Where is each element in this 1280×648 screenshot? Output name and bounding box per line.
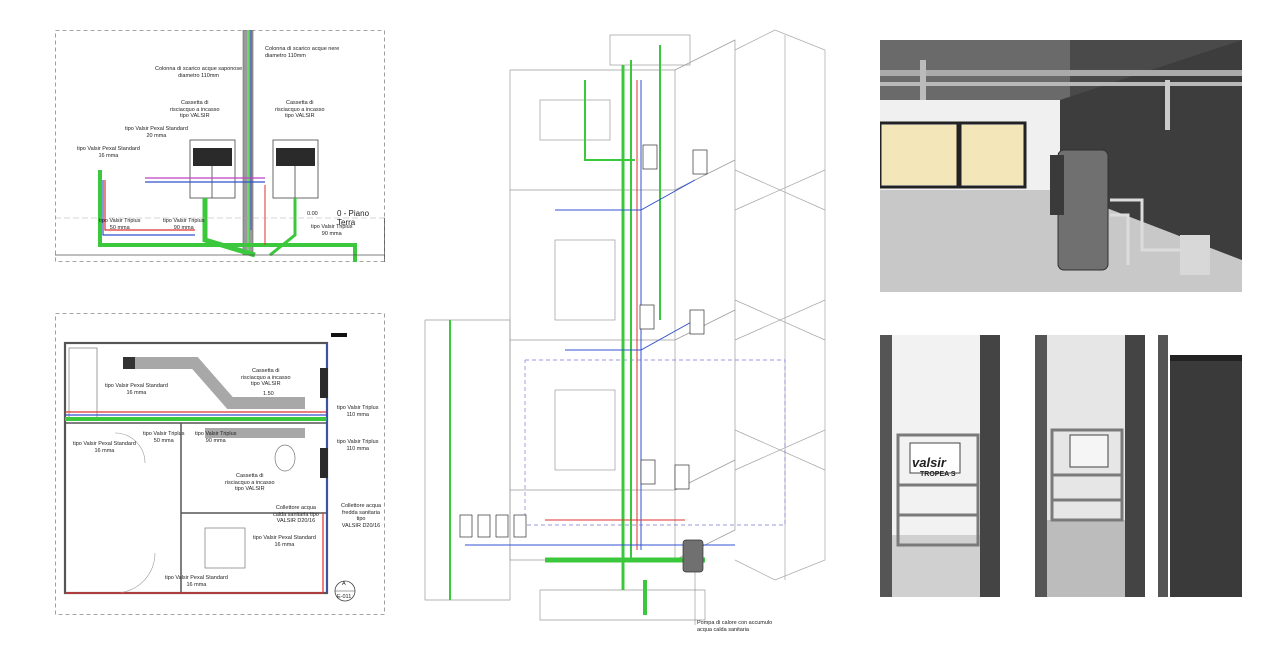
label-pexal-16-left: tipo Valsir Pexal Standard 16 mma [73,441,136,454]
door-swing [114,432,146,464]
label-cistern-bottom: Cassetta di risciacquo a incasso tipo VA… [225,473,275,492]
wall-2-right [1125,335,1145,597]
axo-cistern-2 [692,149,708,175]
green-branch-pipe-2 [269,198,297,257]
red-loop [65,513,324,594]
label-triplus-90a: tipo Valsir Triplus 90 mma [163,218,205,231]
label-stack-soap: Colonna di scarico acque saponose diamet… [155,66,243,79]
green-branch-top [584,80,635,161]
render-pipe-2 [1110,213,1130,265]
label-collector-hot: Collettore acqua calda sanitaria tipo VA… [273,505,319,524]
label-collector-cold: Collettore acqua fredda sanitaria tipo V… [340,503,382,529]
door-swing-2 [114,552,156,594]
axo-cistern-9 [495,514,509,538]
axo-cistern-5 [640,459,656,485]
filter-group [1180,235,1210,275]
label-pexal-16-last: tipo Valsir Pexal Standard 16 mma [165,575,228,588]
label-cistern-top: Cassetta di risciacquo a incasso tipo VA… [241,368,291,387]
label-pexal-16-bottom: tipo Valsir Pexal Standard 16 mma [253,535,316,548]
axonometric-view: Pompa di calore con accumulo acqua calda… [405,20,845,640]
cistern-box-2 [1069,434,1109,468]
label-triplus-50: tipo Valsir Triplus 50 mma [143,431,185,444]
render-pipe [1110,198,1210,252]
red-supply-pipe [104,180,195,231]
floor-2 [1047,520,1125,597]
window-frame-2 [958,121,1027,189]
window-glow [880,125,1025,185]
axo-cistern-4 [689,309,705,335]
duct-1 [880,70,1242,76]
label-pexal-16: tipo Valsir Pexal Standard 16 mma [77,146,140,159]
label-triplus-90: tipo Valsir Triplus 90 mma [195,431,237,444]
boiler-tank [1057,149,1109,271]
section-drawing-canvas [55,30,385,262]
label-heat-pump: Pompa di calore con accumulo acqua calda… [697,620,773,633]
duct-2 [880,82,1242,86]
section-ref-sheet: E-011 [337,594,352,600]
label-triplus-110a: tipo Valsir Triplus 110 mma [337,405,379,418]
level-value: 0.00 [307,211,318,217]
label-cistern-2: Cassetta di risciacquo a incasso tipo VA… [275,100,325,119]
cistern-plan-1 [320,368,328,398]
grey-drain-pipe [130,357,305,409]
level-marker: 0 - Piano Terra [337,209,370,227]
shower-tray [204,527,246,569]
section-drawing: Colonna di scarico acque nere diametro 1… [55,30,385,262]
cistern-left [189,139,236,199]
render-technical-room [880,40,1242,292]
axonometric-canvas [424,29,826,625]
label-pexal-16-top: tipo Valsir Pexal Standard 16 mma [105,383,168,396]
axo-cistern-3 [639,304,655,330]
boiler-panel [1050,155,1064,215]
floor-plan: tipo Valsir Pexal Standard 16 mma Casset… [55,313,385,615]
product-name: TROPEA S [920,471,956,478]
slope-value: 1.50 [263,391,274,397]
selection-box [524,359,786,526]
wall-1-right [980,335,1000,597]
axo-cistern-10 [513,514,527,538]
frame-1 [896,433,980,547]
floor-branch-1 [555,179,696,211]
floor-branch-2 [565,319,696,351]
frame-2 [1050,428,1124,522]
section-ref-letter: A [342,581,346,587]
cistern-right [272,139,319,199]
label-stack-black: Colonna di scarico acque nere diametro 1… [265,46,340,59]
plan-frame [55,313,385,615]
wall-3-left [1158,335,1168,597]
wall-2-left [1035,335,1047,597]
green-branch-pipe [202,198,256,258]
axo-cistern-7 [459,514,473,538]
render-cistern-frames-canvas [880,335,1242,597]
brand-logo: valsir [912,455,946,470]
wc-fixture [274,444,296,472]
wall-3-back [1170,355,1242,597]
bathtub [68,347,98,419]
render-technical-room-canvas [880,40,1242,292]
blue-supply-pipe [102,180,195,236]
cistern-plan-2 [320,448,328,478]
cistern-box-1 [909,442,961,474]
wall-1-left [880,335,892,597]
window-frame-1 [880,121,960,189]
wall-3-top [1170,355,1242,361]
pipe-drop [1165,80,1170,130]
label-triplus-110b: tipo Valsir Triplus 110 mma [337,439,379,452]
duct-drop [920,60,926,100]
floor-drain [123,357,135,369]
label-cistern-1: Cassetta di risciacquo a incasso tipo VA… [170,100,220,119]
floor-1 [892,535,980,597]
label-triplus-50: tipo Valsir Triplus 50 mma [99,218,141,231]
stair-tower [734,29,826,581]
floor-plan-canvas [55,313,385,615]
render-cistern-frames: valsir TROPEA S [880,335,1242,597]
label-triplus-90b: tipo Valsir Triplus 90 mma [311,224,353,237]
axo-cistern-8 [477,514,491,538]
axo-cistern-6 [674,464,690,490]
label-pexal-20: tipo Valsir Pexal Standard 20 mma [125,126,188,139]
axo-cistern-1 [642,144,658,170]
section-frame [55,30,385,262]
north-bar [331,333,347,337]
heat-pump-tank [682,539,704,573]
